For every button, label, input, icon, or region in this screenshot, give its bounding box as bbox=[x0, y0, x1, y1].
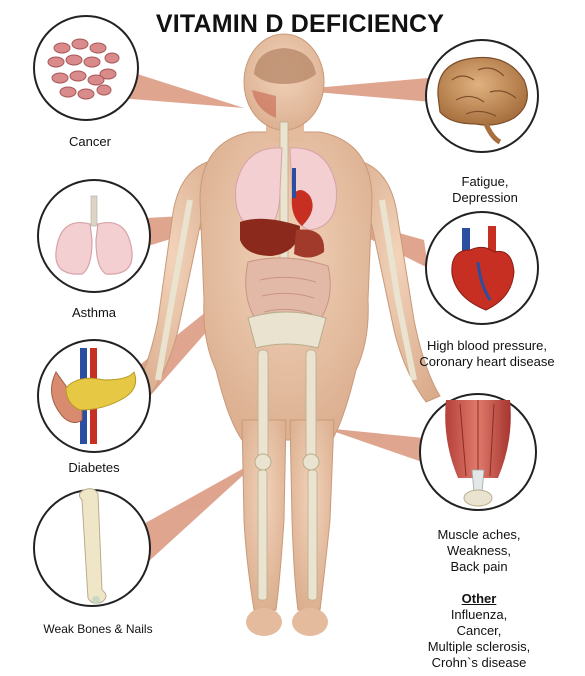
lungs-icon bbox=[37, 179, 151, 293]
label-muscle-line1: Muscle aches, bbox=[437, 527, 521, 542]
label-heart-line2: Coronary heart disease bbox=[419, 354, 555, 369]
label-muscle-line2: Weakness, bbox=[446, 543, 512, 558]
label-weak-bones: Weak Bones & Nails bbox=[43, 622, 153, 636]
other-item: Crohn`s disease bbox=[431, 655, 527, 670]
pancreas-icon bbox=[37, 339, 151, 453]
femur-bone-icon bbox=[33, 488, 151, 607]
muscle-knee-icon bbox=[419, 393, 537, 511]
other-section: Other Influenza, Cancer, Multiple sclero… bbox=[404, 591, 554, 671]
other-heading: Other bbox=[461, 591, 497, 606]
other-item: Influenza, bbox=[450, 607, 508, 622]
label-asthma: Asthma bbox=[71, 305, 117, 320]
callout-cancer bbox=[112, 66, 244, 108]
label-diabetes: Diabetes bbox=[68, 460, 120, 475]
label-cancer: Cancer bbox=[69, 134, 111, 149]
label-heart: High blood pressure, Coronary heart dise… bbox=[392, 338, 582, 370]
callout-brain bbox=[292, 78, 432, 102]
label-muscle-line3: Back pain bbox=[450, 559, 508, 574]
label-heart-line1: High blood pressure, bbox=[427, 338, 547, 353]
label-fatigue-line1: Fatigue, bbox=[461, 174, 509, 189]
label-fatigue: Fatigue, Depression bbox=[410, 174, 560, 206]
other-list: Influenza, Cancer, Multiple sclerosis, C… bbox=[404, 607, 554, 671]
brain-icon bbox=[425, 39, 539, 153]
label-muscle: Muscle aches, Weakness, Back pain bbox=[404, 527, 554, 575]
callout-muscle bbox=[324, 428, 428, 464]
human-body bbox=[129, 33, 441, 636]
cancer-cells-icon bbox=[33, 15, 139, 121]
label-fatigue-line2: Depression bbox=[452, 190, 518, 205]
other-item: Cancer, bbox=[456, 623, 502, 638]
callout-bones bbox=[140, 458, 262, 562]
heart-icon bbox=[425, 211, 539, 325]
other-item: Multiple sclerosis, bbox=[427, 639, 531, 654]
page-title: VITAMIN D DEFICIENCY bbox=[155, 10, 445, 38]
